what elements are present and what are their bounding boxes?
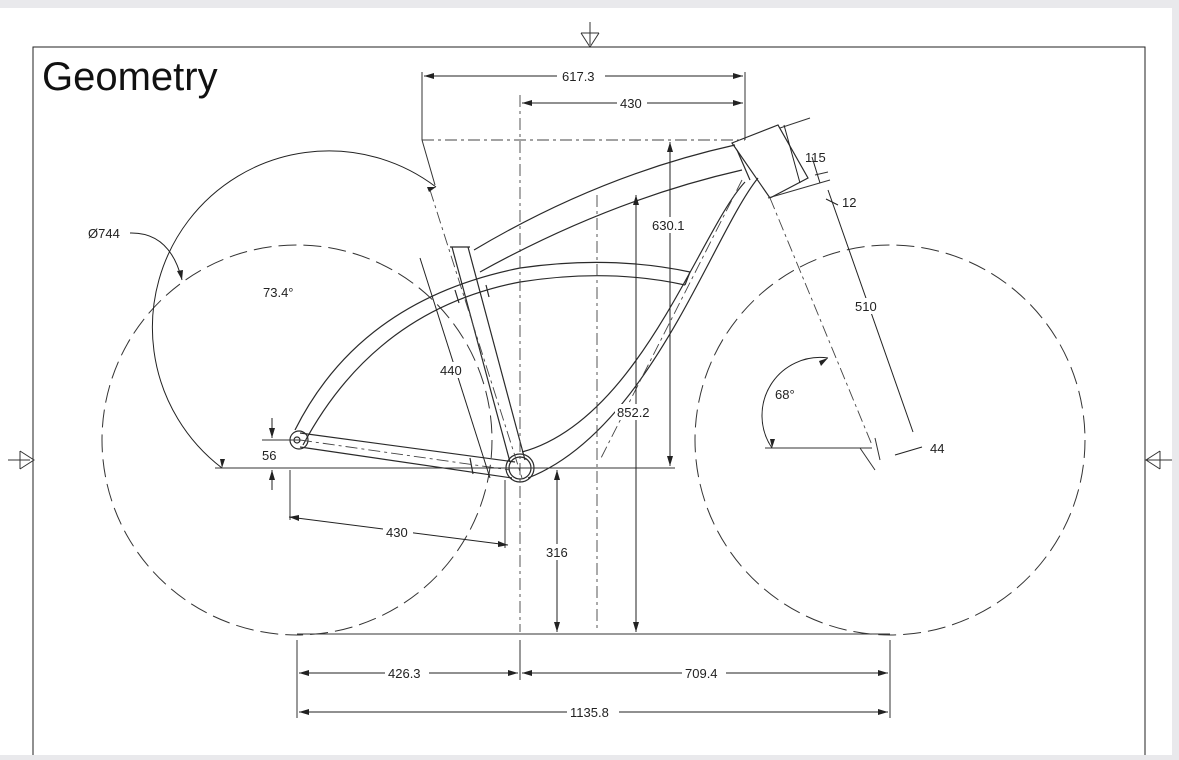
dim-fork-length: 510 xyxy=(855,299,877,314)
dim-top-overall: 617.3 xyxy=(562,69,595,84)
front-wheel-outline xyxy=(694,244,1086,636)
seat-tube-centerline xyxy=(429,189,523,479)
paper-sheet xyxy=(0,8,1172,755)
head-angle-arc xyxy=(761,356,829,449)
chainstay-upper xyxy=(299,432,516,463)
top-tube-lower xyxy=(479,169,743,273)
dim-fork-offset: 44 xyxy=(930,441,944,456)
down-tube-lower xyxy=(527,177,759,479)
seat-tube-right xyxy=(467,246,526,461)
dim-bb-drop: 56 xyxy=(262,448,276,463)
steering-axis xyxy=(769,197,873,446)
dim-seat-angle: 73.4° xyxy=(263,285,294,300)
dim-wheelbase: 1135.8 xyxy=(570,705,609,720)
dim-seat-tube: 440 xyxy=(440,363,462,378)
dim-head-tube: 115 xyxy=(805,150,826,165)
dim-line-115 xyxy=(783,124,801,184)
dim-head-angle: 68° xyxy=(775,387,795,402)
rear-wheel-outline xyxy=(101,244,493,636)
seat-stay-upper xyxy=(294,261,691,431)
wheel-diameter-label: Ø744 xyxy=(88,226,120,241)
right-center-mark-icon xyxy=(1145,450,1172,470)
drawing-title: Geometry xyxy=(42,55,218,99)
dim-stack-upper: 630.1 xyxy=(652,218,685,233)
seat-tube-left xyxy=(451,246,511,463)
dim-bb-height: 316 xyxy=(546,545,568,560)
dim-front-center: 709.4 xyxy=(685,666,718,681)
dim-chainstay: 430 xyxy=(386,525,408,540)
seat-stay-lower xyxy=(302,275,686,446)
dim-top-reach: 430 xyxy=(620,96,642,111)
down-tube-upper xyxy=(521,181,746,453)
dim-rear-center: 426.3 xyxy=(388,666,421,681)
top-center-mark-icon xyxy=(580,22,600,48)
chainstay-lower xyxy=(299,446,513,479)
left-center-mark-icon xyxy=(8,450,35,470)
drawing-border xyxy=(32,46,1146,760)
dim-stack-total: 852.2 xyxy=(617,405,650,420)
seat-angle-arc xyxy=(151,150,437,469)
head-tube xyxy=(731,124,809,199)
top-tube-upper xyxy=(473,144,736,251)
dim-headset-gap: 12 xyxy=(842,195,856,210)
